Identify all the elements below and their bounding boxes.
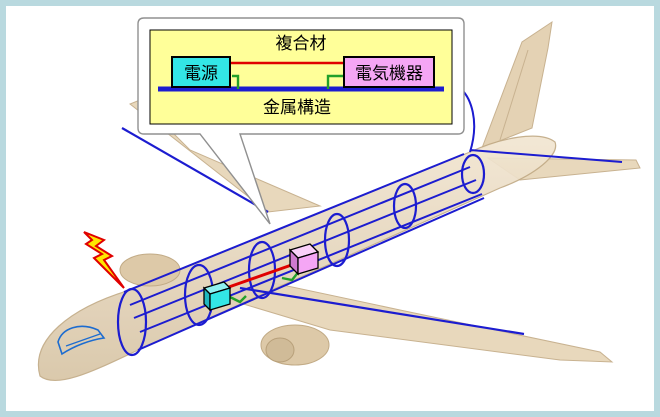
cockpit-windows [57,325,106,356]
equipment-box-3d [288,243,320,276]
wire-in-aircraft [225,260,301,290]
electrical-equipment-label: 電気機器 [355,64,423,84]
left-wing-spar [121,127,269,213]
lightning-bolt-icon [83,231,125,289]
power-source-label: 電源 [184,64,218,84]
cockpit-window-divider [65,333,101,347]
electrical-equipment-box [343,56,435,88]
callout-ground-power [232,74,240,89]
right-wing [229,277,614,363]
composite-label: 複合材 [276,34,327,54]
power-source-box-3d [202,281,232,312]
stabilizer-spar [469,149,623,163]
power-source-box [171,56,231,88]
right-wing-spar [239,286,525,336]
callout-ground-equipment [326,74,344,89]
ground-wire-power [227,294,247,304]
metal-structure-label: 金属構造 [263,98,331,118]
tail-edge-line [499,49,529,141]
right-engine-intake [265,337,295,363]
